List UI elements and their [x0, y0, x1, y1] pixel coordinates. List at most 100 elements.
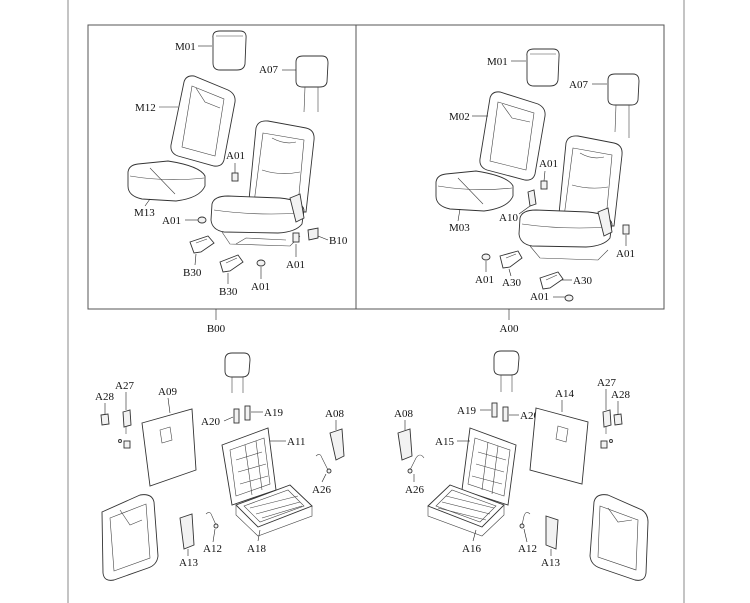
label-a30-1[interactable]: A30: [502, 277, 521, 289]
right-assembly-frame: [355, 24, 665, 310]
group-label-b00[interactable]: B00: [207, 323, 226, 335]
label-a08-left[interactable]: A08: [325, 408, 344, 420]
back-panel-a14: [529, 407, 589, 485]
headrest-a07-right: [607, 73, 640, 138]
buckle-a27-right: [602, 409, 612, 434]
guide-a20-right: [502, 406, 509, 422]
label-m12[interactable]: M12: [135, 102, 156, 114]
seatback-cover-m12: [170, 75, 236, 167]
headrest-a07-left: [295, 55, 329, 113]
guide-a20-left: [233, 408, 240, 424]
headrest-bottom-left: [224, 352, 251, 393]
hinge-a13-right: [545, 515, 559, 550]
leader-a26-left: [321, 473, 327, 483]
cushion-m13: [127, 160, 206, 202]
hook-a26-right: [407, 454, 425, 474]
leader-b10: [317, 235, 329, 241]
clip-small-right: [600, 439, 613, 449]
label-a26-right[interactable]: A26: [405, 484, 424, 496]
label-a27-right[interactable]: A27: [597, 377, 616, 389]
hook-a26-left: [315, 454, 332, 474]
label-a28-right[interactable]: A28: [611, 389, 630, 401]
bracket-a08-right: [397, 428, 413, 461]
leader-m03: [457, 208, 461, 222]
label-m03[interactable]: M03: [449, 222, 470, 234]
label-m13[interactable]: M13: [134, 207, 155, 219]
label-m01-right[interactable]: M01: [487, 56, 508, 68]
assembled-seat-b00: [210, 120, 315, 247]
label-a01-right-1[interactable]: A01: [539, 158, 558, 170]
headrest-m01-right: [526, 48, 560, 87]
label-a01-right-4[interactable]: A01: [530, 291, 549, 303]
label-a30-2[interactable]: A30: [573, 275, 592, 287]
label-a01-left-4[interactable]: A01: [251, 281, 270, 293]
cover-a30-2: [539, 271, 564, 290]
cushion-bottom-right: [589, 494, 649, 581]
bolt-a01-right-2: [622, 224, 630, 235]
seat-frame-a15: [461, 427, 517, 506]
label-a14[interactable]: A14: [555, 388, 574, 400]
label-a10[interactable]: A10: [499, 212, 518, 224]
leader-a18: [257, 529, 261, 542]
label-a28-left[interactable]: A28: [95, 391, 114, 403]
buckle-a28-right: [613, 413, 623, 426]
label-m01-left[interactable]: M01: [175, 41, 196, 53]
leader-a09: [167, 397, 171, 414]
group-label-a00[interactable]: A00: [500, 323, 519, 335]
label-a26-left[interactable]: A26: [312, 484, 331, 496]
pin-a12-left: [205, 512, 219, 529]
back-panel-a09: [141, 408, 197, 487]
leader-a20-left: [223, 416, 234, 422]
label-a13-left[interactable]: A13: [179, 557, 198, 569]
nut-a01-right-3: [481, 253, 491, 261]
label-a01-left-2[interactable]: A01: [162, 215, 181, 227]
label-a20-left[interactable]: A20: [201, 416, 220, 428]
bolt-a01-left-3: [292, 232, 300, 243]
bolt-a01-right-1: [540, 180, 548, 190]
bracket-a08-left: [329, 428, 345, 461]
leader-a10: [518, 205, 531, 215]
cushion-m03: [435, 170, 514, 212]
label-a12-right[interactable]: A12: [518, 543, 537, 555]
clip-small-left: [118, 439, 131, 449]
label-a07-left[interactable]: A07: [259, 64, 278, 76]
label-a18[interactable]: A18: [247, 543, 266, 555]
leader-b30-1: [194, 253, 197, 266]
label-a19-left[interactable]: A19: [264, 407, 283, 419]
label-a27-left[interactable]: A27: [115, 380, 134, 392]
label-a01-right-2[interactable]: A01: [616, 248, 635, 260]
headrest-m01-left: [212, 30, 247, 71]
label-a19-right[interactable]: A19: [457, 405, 476, 417]
hinge-a13-left: [179, 513, 195, 550]
label-a01-left-1[interactable]: A01: [226, 150, 245, 162]
label-b30-2[interactable]: B30: [219, 286, 238, 298]
bolt-a01-left-1: [231, 172, 239, 182]
label-a11[interactable]: A11: [287, 436, 306, 448]
clip-b10: [307, 227, 319, 241]
leader-a16: [472, 529, 477, 542]
label-a09[interactable]: A09: [158, 386, 177, 398]
label-b30-1[interactable]: B30: [183, 267, 202, 279]
buckle-a27-left: [122, 409, 132, 434]
latch-a10: [527, 189, 537, 207]
label-a12-left[interactable]: A12: [203, 543, 222, 555]
label-a16[interactable]: A16: [462, 543, 481, 555]
leader-m13: [144, 198, 151, 207]
label-a15[interactable]: A15: [435, 436, 454, 448]
seatback-cover-m02: [479, 91, 546, 181]
label-a13-right[interactable]: A13: [541, 557, 560, 569]
label-a01-left-3[interactable]: A01: [286, 259, 305, 271]
leader-a12-right: [523, 528, 528, 543]
label-a07-right[interactable]: A07: [569, 79, 588, 91]
label-b10[interactable]: B10: [329, 235, 348, 247]
cushion-bottom-left: [101, 494, 159, 581]
nut-a01-left-2: [197, 216, 207, 224]
seat-base-a16: [427, 484, 505, 537]
label-a08-right[interactable]: A08: [394, 408, 413, 420]
label-a01-right-3[interactable]: A01: [475, 274, 494, 286]
assembled-seat-a00: [518, 135, 623, 261]
label-m02[interactable]: M02: [449, 111, 470, 123]
headrest-bottom-right: [493, 350, 520, 392]
seat-base-a18: [235, 484, 313, 537]
